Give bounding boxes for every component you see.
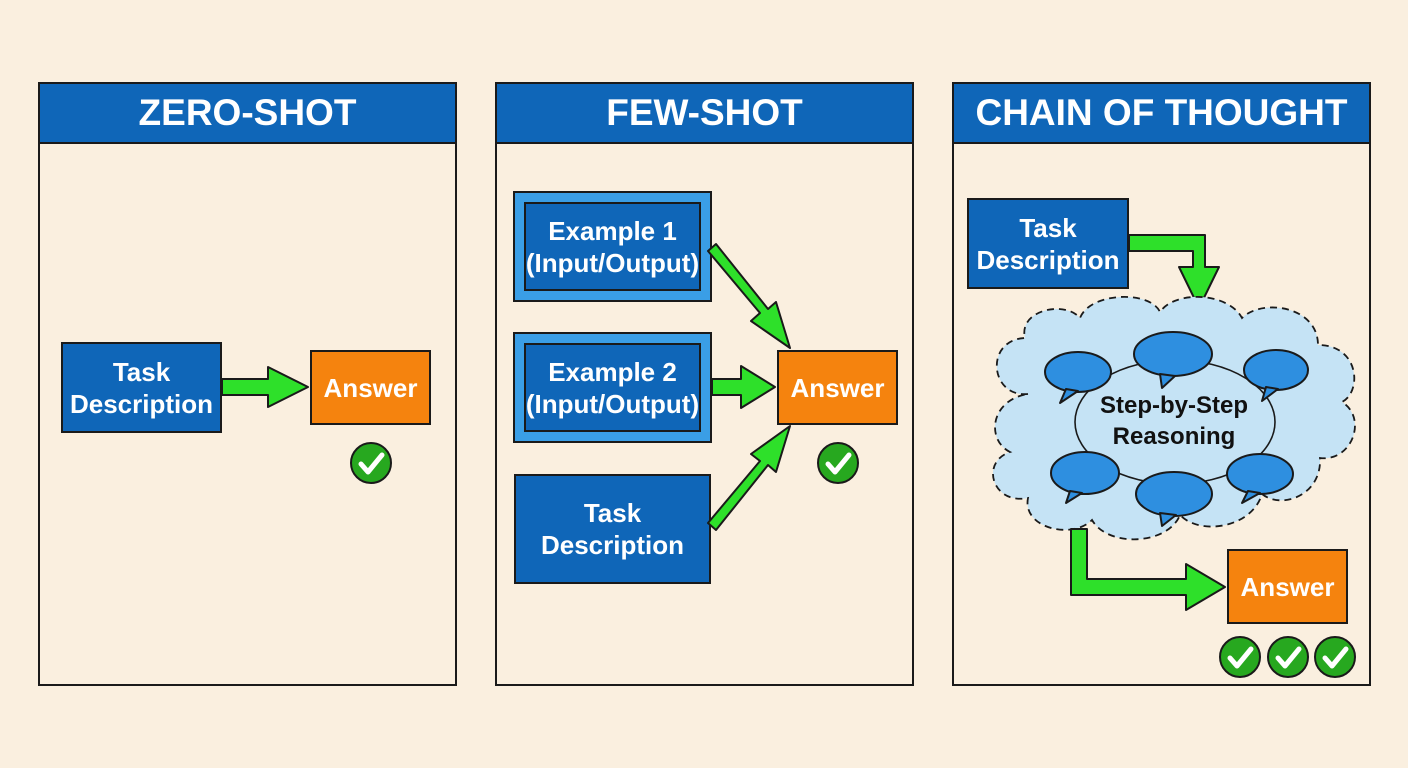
- zero-shot-answer-box: Answer: [310, 350, 431, 425]
- cot-answer-box: Answer: [1227, 549, 1348, 624]
- few-shot-example1-frame: Example 1 (Input/Output): [513, 191, 712, 302]
- speech-bubble-icon: [1135, 471, 1213, 527]
- zero-shot-task-box: Task Description: [61, 342, 222, 433]
- cot-check-icon: [1268, 637, 1308, 677]
- few-shot-example2-frame: Example 2 (Input/Output): [513, 332, 712, 443]
- few-shot-arrow-task-icon: [707, 425, 791, 531]
- few-shot-example1-box: Example 1 (Input/Output): [524, 202, 701, 291]
- speech-bubble-icon: [1226, 453, 1294, 504]
- zero-shot-arrow-icon: [221, 366, 309, 408]
- cot-reasoning-label: Step-by-Step Reasoning: [1099, 392, 1248, 450]
- few-shot-answer-box: Answer: [777, 350, 898, 425]
- few-shot-example1-label: Example 1 (Input/Output): [525, 215, 700, 278]
- few-shot-example2-box: Example 2 (Input/Output): [524, 343, 701, 432]
- few-shot-check-icon: [818, 443, 858, 483]
- zero-shot-task-label: Task Description: [69, 356, 214, 419]
- speech-bubble-icon: [1133, 331, 1213, 389]
- cot-arrow-task-to-reasoning-icon: [1128, 234, 1220, 309]
- few-shot-arrow-example2-icon: [711, 365, 776, 409]
- speech-bubble-icon: [1050, 451, 1120, 504]
- few-shot-arrow-example1-icon: [707, 243, 791, 349]
- few-shot-title: FEW-SHOT: [497, 84, 912, 144]
- speech-bubble-icon: [1044, 351, 1112, 404]
- few-shot-task-label: Task Description: [540, 498, 685, 560]
- cot-task-box: Task Description: [967, 198, 1129, 289]
- cot-check-icon: [1315, 637, 1355, 677]
- few-shot-example2-label: Example 2 (Input/Output): [525, 356, 700, 419]
- cot-answer-label: Answer: [1240, 571, 1335, 602]
- few-shot-task-box: Task Description: [514, 474, 711, 584]
- few-shot-answer-label: Answer: [790, 372, 885, 403]
- chain-of-thought-title: CHAIN OF THOUGHT: [954, 84, 1369, 144]
- cot-arrow-reasoning-to-answer-icon: [1070, 528, 1226, 611]
- cot-task-label: Task Description: [976, 212, 1120, 275]
- zero-shot-title: ZERO-SHOT: [40, 84, 455, 144]
- speech-bubble-icon: [1243, 349, 1309, 402]
- zero-shot-answer-label: Answer: [323, 372, 418, 403]
- cot-check-icon: [1220, 637, 1260, 677]
- zero-shot-check-icon: [351, 443, 391, 483]
